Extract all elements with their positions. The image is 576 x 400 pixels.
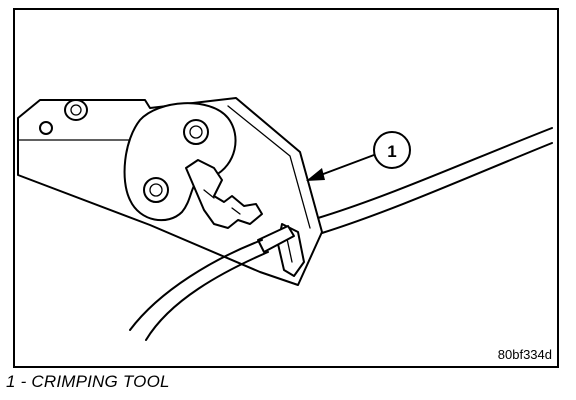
wire-lower-end <box>257 225 295 253</box>
callout-leader-line <box>317 154 375 177</box>
jaw-rivet-bottom <box>143 177 169 203</box>
wire-upper-strand-a <box>317 127 553 219</box>
callout-arrowhead <box>306 168 325 181</box>
wire-lower-strand-a <box>129 239 263 331</box>
tool-bevel-edge <box>235 97 323 233</box>
callout-circle <box>373 131 411 169</box>
crimp-die-detail-a <box>203 189 215 199</box>
crimp-die-detail-b <box>231 207 241 215</box>
tool-bevel-inner <box>227 105 311 229</box>
jaw-rivet-bottom-inner <box>149 183 163 197</box>
callout-number: 1 <box>387 142 396 161</box>
figure-caption: 1 - CRIMPING TOOL <box>6 372 170 391</box>
pivot-rivet-small <box>39 121 53 135</box>
crimping-tool-illustration <box>17 97 553 341</box>
image-code: 80bf334d <box>498 347 552 362</box>
jaw-rivet-top <box>183 119 209 145</box>
wire-lower-strand-b <box>145 251 269 341</box>
pivot-rivet-left-inner <box>70 104 82 116</box>
pivot-rivet-left <box>64 99 88 121</box>
jaw-rivet-top-inner <box>189 125 203 139</box>
wire-upper-strand-b <box>321 142 553 234</box>
crimp-die-teeth <box>185 159 263 229</box>
callout-1: 1 <box>306 131 411 181</box>
